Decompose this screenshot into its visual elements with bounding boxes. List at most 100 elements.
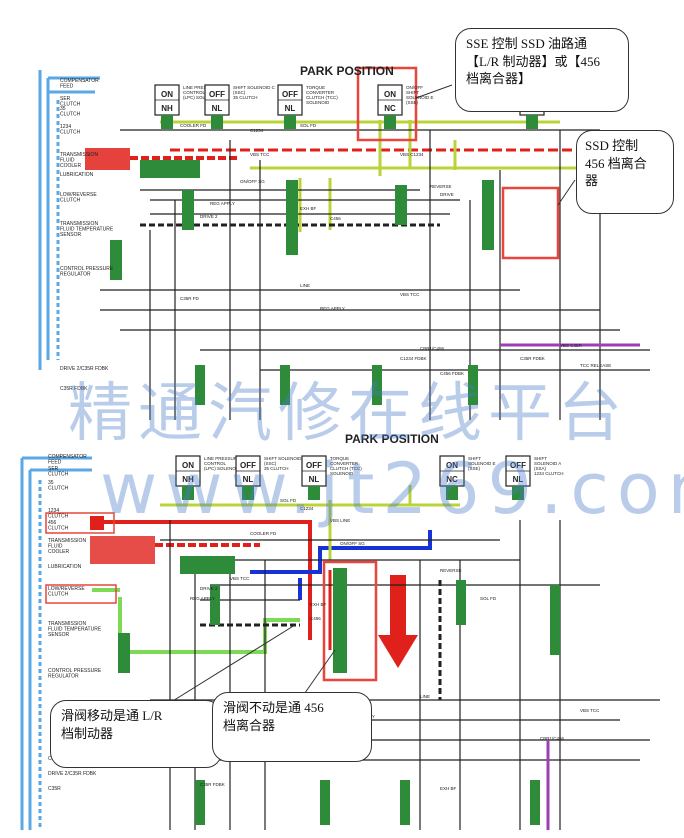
bottom-line-label-5: VBS TCC (230, 576, 250, 581)
top-line-label-20: VBS C35R (560, 343, 583, 348)
bottom-lower-valve-4 (530, 780, 540, 825)
bottom-line-label-0: SOL FD (280, 498, 297, 503)
solenoid-label: SHIFT SOLENOID C(SSC)35 CLUTCH (233, 85, 276, 100)
solenoid-state: OFF (240, 461, 256, 470)
solenoid-stem-icon (446, 486, 458, 500)
bottom-left-label-6: LUBRICATION (48, 564, 82, 570)
solenoid-type: NL (243, 475, 254, 484)
top-line-label-3: VBS TCC (250, 152, 270, 157)
top-clutch-control-valve (286, 180, 298, 255)
bottom-left-label-11: DRIVE 2/C35R FDBK (48, 771, 97, 777)
bottom-left-label-12: C35R (48, 786, 61, 792)
bottom-line-label-6: DRIVE 2 (200, 586, 218, 591)
top-line-label-0: COOLER FD (180, 123, 207, 128)
top-left-feed-lines (38, 70, 100, 370)
top-line-label-8: REG APPLY (210, 201, 235, 206)
bottom-low-reverse-highlight-box (45, 584, 117, 604)
bottom-lower-valve-2 (320, 780, 330, 825)
ssd-callout: SSD 控制 456 档离合 器 (576, 130, 674, 214)
solenoid-stem-icon (211, 115, 223, 129)
top-line-label-14: VBS TCC (400, 292, 420, 297)
solenoid-state: OFF (510, 461, 526, 470)
top-ssd-highlight-box (501, 186, 560, 260)
bottom-line-label-14: VBS TCC (580, 708, 600, 713)
solenoid-type: NH (161, 104, 173, 113)
bottom-lr-pointer (154, 624, 296, 713)
bottom-tcc-regulator-valve (210, 585, 220, 625)
bottom-solenoid-regulator-valve (456, 580, 466, 625)
solenoid-label: SHIFT SOLENOID C(SSC)35 CLUTCH (264, 456, 307, 471)
bottom-blue-pressure (250, 530, 432, 600)
solenoid-state: ON (384, 90, 396, 99)
bottom-lower-valve-3 (400, 780, 410, 825)
ssd-callout-text: SSD 控制 456 档离合 器 (585, 138, 647, 189)
solenoid-state: OFF (209, 90, 225, 99)
solenoid-type: NH (182, 475, 194, 484)
bottom-red-pressure (90, 516, 332, 650)
bottom-solenoid-1: OFF NL SHIFT SOLENOID C(SSC)35 CLUTCH (235, 455, 307, 500)
top-control-pressure-regulator (110, 240, 122, 280)
solenoid-type: NL (309, 475, 320, 484)
top-line-label-5: REVERSE (430, 184, 452, 189)
bottom-line-label-7: REG APPLY (190, 596, 215, 601)
top-line-label-6: ON/OFF SG (240, 179, 265, 184)
top-line-label-2: C1234 (250, 128, 264, 133)
top-lower-valve-4 (468, 365, 478, 405)
bottom-valves (118, 556, 560, 825)
top-lower-valve-2 (280, 365, 290, 405)
top-sse-highlight-box (356, 66, 418, 142)
top-line-label-21: TCC RELEASE (580, 363, 611, 368)
solenoid-state: ON (182, 461, 194, 470)
top-tcc-regulator-valve (182, 190, 194, 230)
bottom-456-clutch-highlight-box (45, 512, 115, 534)
top-line-label-15: REG APPLY (320, 306, 345, 311)
bottom-line-label-15: CBR1/C456 (540, 736, 565, 741)
bottom-lower-valve-1 (195, 780, 205, 825)
top-valves (110, 160, 494, 405)
solenoid-stem-icon (242, 486, 254, 500)
lr-callout: 滑阀移动是通 L/R 档制动器 (50, 700, 222, 768)
top-line-label-16: C1234 FDBK (400, 356, 427, 361)
sse-callout: SSE 控制 SSD 油路通 【L/R 制动器】或【456 档离合器】 (455, 28, 629, 112)
bottom-line-label-11: SOL FD (480, 596, 497, 601)
top-line-label-19: CBR1/C456 (420, 346, 445, 351)
bottom-clutch-control-highlight-box (322, 560, 378, 682)
bottom-manual-valve (550, 585, 560, 655)
solenoid-type: NC (384, 104, 396, 113)
solenoid-stem-icon (182, 486, 194, 500)
lr-callout-text: 滑阀移动是通 L/R 档制动器 (61, 708, 163, 741)
bottom-line-pressure (160, 485, 460, 560)
bottom-line-label-9: C456 (310, 616, 321, 621)
top-lower-valve-3 (372, 365, 382, 405)
bottom-line-label-3: COOLER FD (250, 531, 277, 536)
solenoid-state: ON (161, 90, 173, 99)
top-line-label-18: C456 FDBK (440, 371, 464, 376)
top-lower-valve-1 (195, 365, 205, 405)
